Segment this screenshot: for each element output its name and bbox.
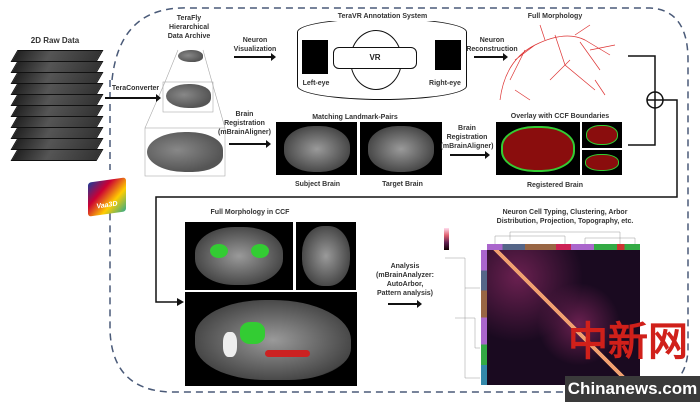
target-brain-label: Target Brain bbox=[382, 181, 423, 188]
ccf-horizontal-image bbox=[296, 222, 356, 290]
target-brain-image bbox=[360, 122, 442, 175]
arrow-icon bbox=[450, 151, 490, 159]
ccf-coronal-image bbox=[185, 222, 293, 290]
watermark-chinese: 中新网 bbox=[568, 319, 688, 365]
overlay-horizontal-image bbox=[582, 122, 622, 148]
heatmap-colorbar bbox=[444, 228, 449, 250]
overlay-title: Overlay with CCF Boundaries bbox=[510, 113, 610, 120]
cluster-color-strip-top bbox=[487, 244, 640, 250]
analysis-label: Analysis(mBrainAnalyzer:AutoArbor,Patter… bbox=[376, 263, 434, 297]
subject-brain-image bbox=[276, 122, 357, 175]
arrow-icon bbox=[388, 300, 422, 308]
left-eye-image bbox=[302, 40, 328, 74]
raw-data-title: 2D Raw Data bbox=[30, 36, 80, 45]
teraconverter-label: TeraConverter bbox=[111, 85, 160, 92]
vaa3d-logo: Vaa3D bbox=[88, 177, 126, 217]
brain-level-3 bbox=[147, 132, 223, 172]
neuron-morphology-image bbox=[499, 24, 616, 101]
teravr-title: TeraVR Annotation System bbox=[300, 12, 465, 21]
merge-connector bbox=[155, 55, 678, 303]
full-morphology-title: Full Morphology bbox=[527, 13, 583, 20]
watermark-english: Chinanews.com bbox=[565, 376, 700, 402]
ccf-title: Full Morphology in CCF bbox=[210, 209, 290, 216]
arrow-icon bbox=[474, 53, 508, 61]
pyramid-lines bbox=[144, 49, 226, 177]
dendrogram bbox=[445, 231, 636, 379]
brain-level-1 bbox=[178, 50, 203, 62]
registered-brain-label: Registered Brain bbox=[526, 182, 584, 189]
overlay-coronal-image bbox=[496, 122, 580, 175]
cluster-color-strip-left bbox=[481, 250, 487, 385]
ccf-sagittal-image bbox=[185, 292, 357, 386]
subject-brain-label: Subject Brain bbox=[294, 181, 341, 188]
left-eye-label: Left-eye bbox=[302, 80, 330, 87]
right-eye-label: Right-eye bbox=[429, 80, 461, 87]
arrow-icon bbox=[105, 94, 161, 102]
vr-headset-icon: VR bbox=[333, 47, 417, 69]
arrow-icon bbox=[234, 53, 276, 61]
overlay-sagittal-image bbox=[582, 150, 622, 175]
landmark-title: Matching Landmark-Pairs bbox=[312, 114, 398, 121]
similarity-heatmap bbox=[487, 250, 640, 385]
right-eye-image bbox=[435, 40, 461, 70]
brain-level-2 bbox=[166, 84, 211, 108]
arrow-icon bbox=[229, 140, 271, 148]
